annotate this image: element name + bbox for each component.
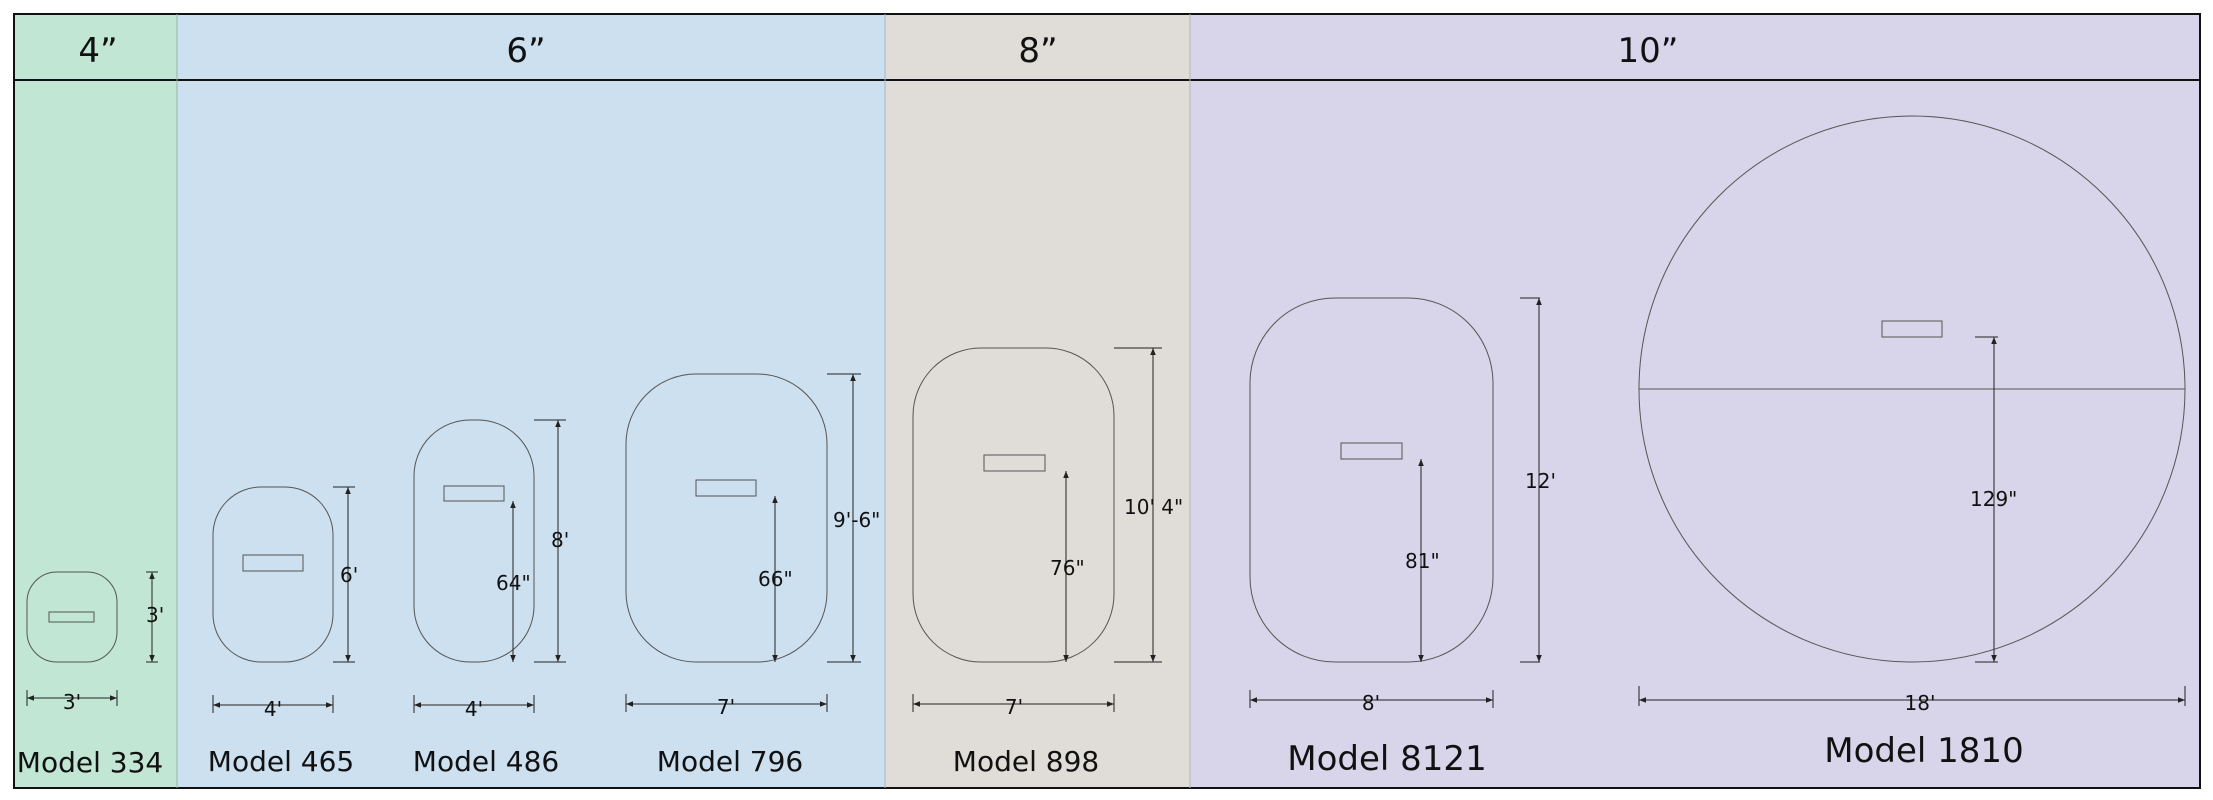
- model-486-drawing: 64" 8' 4' Model 486: [413, 419, 569, 778]
- inner-label: 66": [758, 567, 793, 591]
- height-label: 9'-6": [833, 508, 880, 532]
- model-796-drawing: 66" 9'-6" 7' Model 796: [625, 373, 880, 778]
- tank-outline: [413, 419, 535, 663]
- model-334-drawing: 3' 3' Model 334: [17, 571, 164, 779]
- width-label: 7': [717, 695, 735, 719]
- model-796-name: Model 796: [657, 745, 803, 778]
- model-898-drawing: 76" 10' 4" 7' Model 898: [912, 347, 1183, 778]
- model-8121-name: Model 8121: [1287, 739, 1486, 779]
- opening-outline: [48, 611, 95, 623]
- model-465-drawing: 6' 4' Model 465: [208, 486, 358, 778]
- inner-label: 64": [496, 571, 531, 595]
- width-label: 4': [465, 697, 483, 721]
- opening-outline: [695, 479, 757, 497]
- width-label: 3': [63, 690, 81, 714]
- height-label: 12': [1525, 469, 1556, 493]
- opening-outline: [983, 454, 1046, 472]
- group-panel-6in: [177, 14, 885, 788]
- width-label: 4': [264, 697, 282, 721]
- height-label: 6': [340, 563, 358, 587]
- model-898-name: Model 898: [953, 745, 1099, 778]
- opening-outline: [1340, 442, 1403, 460]
- group-header-10in: 10”: [1618, 31, 1679, 71]
- height-label: 10' 4": [1124, 495, 1183, 519]
- height-label: 8': [551, 528, 569, 552]
- inner-label: 129": [1970, 487, 2017, 511]
- height-label: 3': [146, 603, 164, 627]
- tank-outline: [1249, 297, 1494, 663]
- model-1810-name: Model 1810: [1824, 731, 2023, 771]
- model-486-name: Model 486: [413, 745, 559, 778]
- inner-label: 76": [1050, 556, 1085, 580]
- model-465-name: Model 465: [208, 745, 354, 778]
- opening-outline: [242, 554, 304, 572]
- tank-outline: [625, 373, 828, 663]
- model-1810-drawing: 129" 18' Model 1810: [1638, 115, 2186, 771]
- tank-outline: [212, 486, 334, 663]
- model-334-name: Model 334: [17, 746, 163, 779]
- width-label: 8': [1362, 691, 1380, 715]
- group-header-6in: 6”: [506, 31, 545, 71]
- tank-outline: [26, 571, 118, 663]
- inner-label: 81": [1405, 549, 1440, 573]
- group-panel-4in: [14, 14, 177, 788]
- diagram-frame: [13, 13, 2201, 789]
- opening-outline: [1881, 320, 1943, 338]
- opening-outline: [443, 485, 505, 502]
- group-panel-8in: [885, 14, 1190, 788]
- group-header-4in: 4”: [78, 31, 117, 71]
- model-8121-drawing: 81" 12' 8' Model 8121: [1249, 297, 1556, 779]
- width-label: 18': [1905, 691, 1936, 715]
- group-panel-10in: [1190, 14, 2200, 788]
- group-header-8in: 8”: [1018, 31, 1057, 71]
- width-label: 7': [1005, 695, 1023, 719]
- tank-outline: [912, 347, 1115, 663]
